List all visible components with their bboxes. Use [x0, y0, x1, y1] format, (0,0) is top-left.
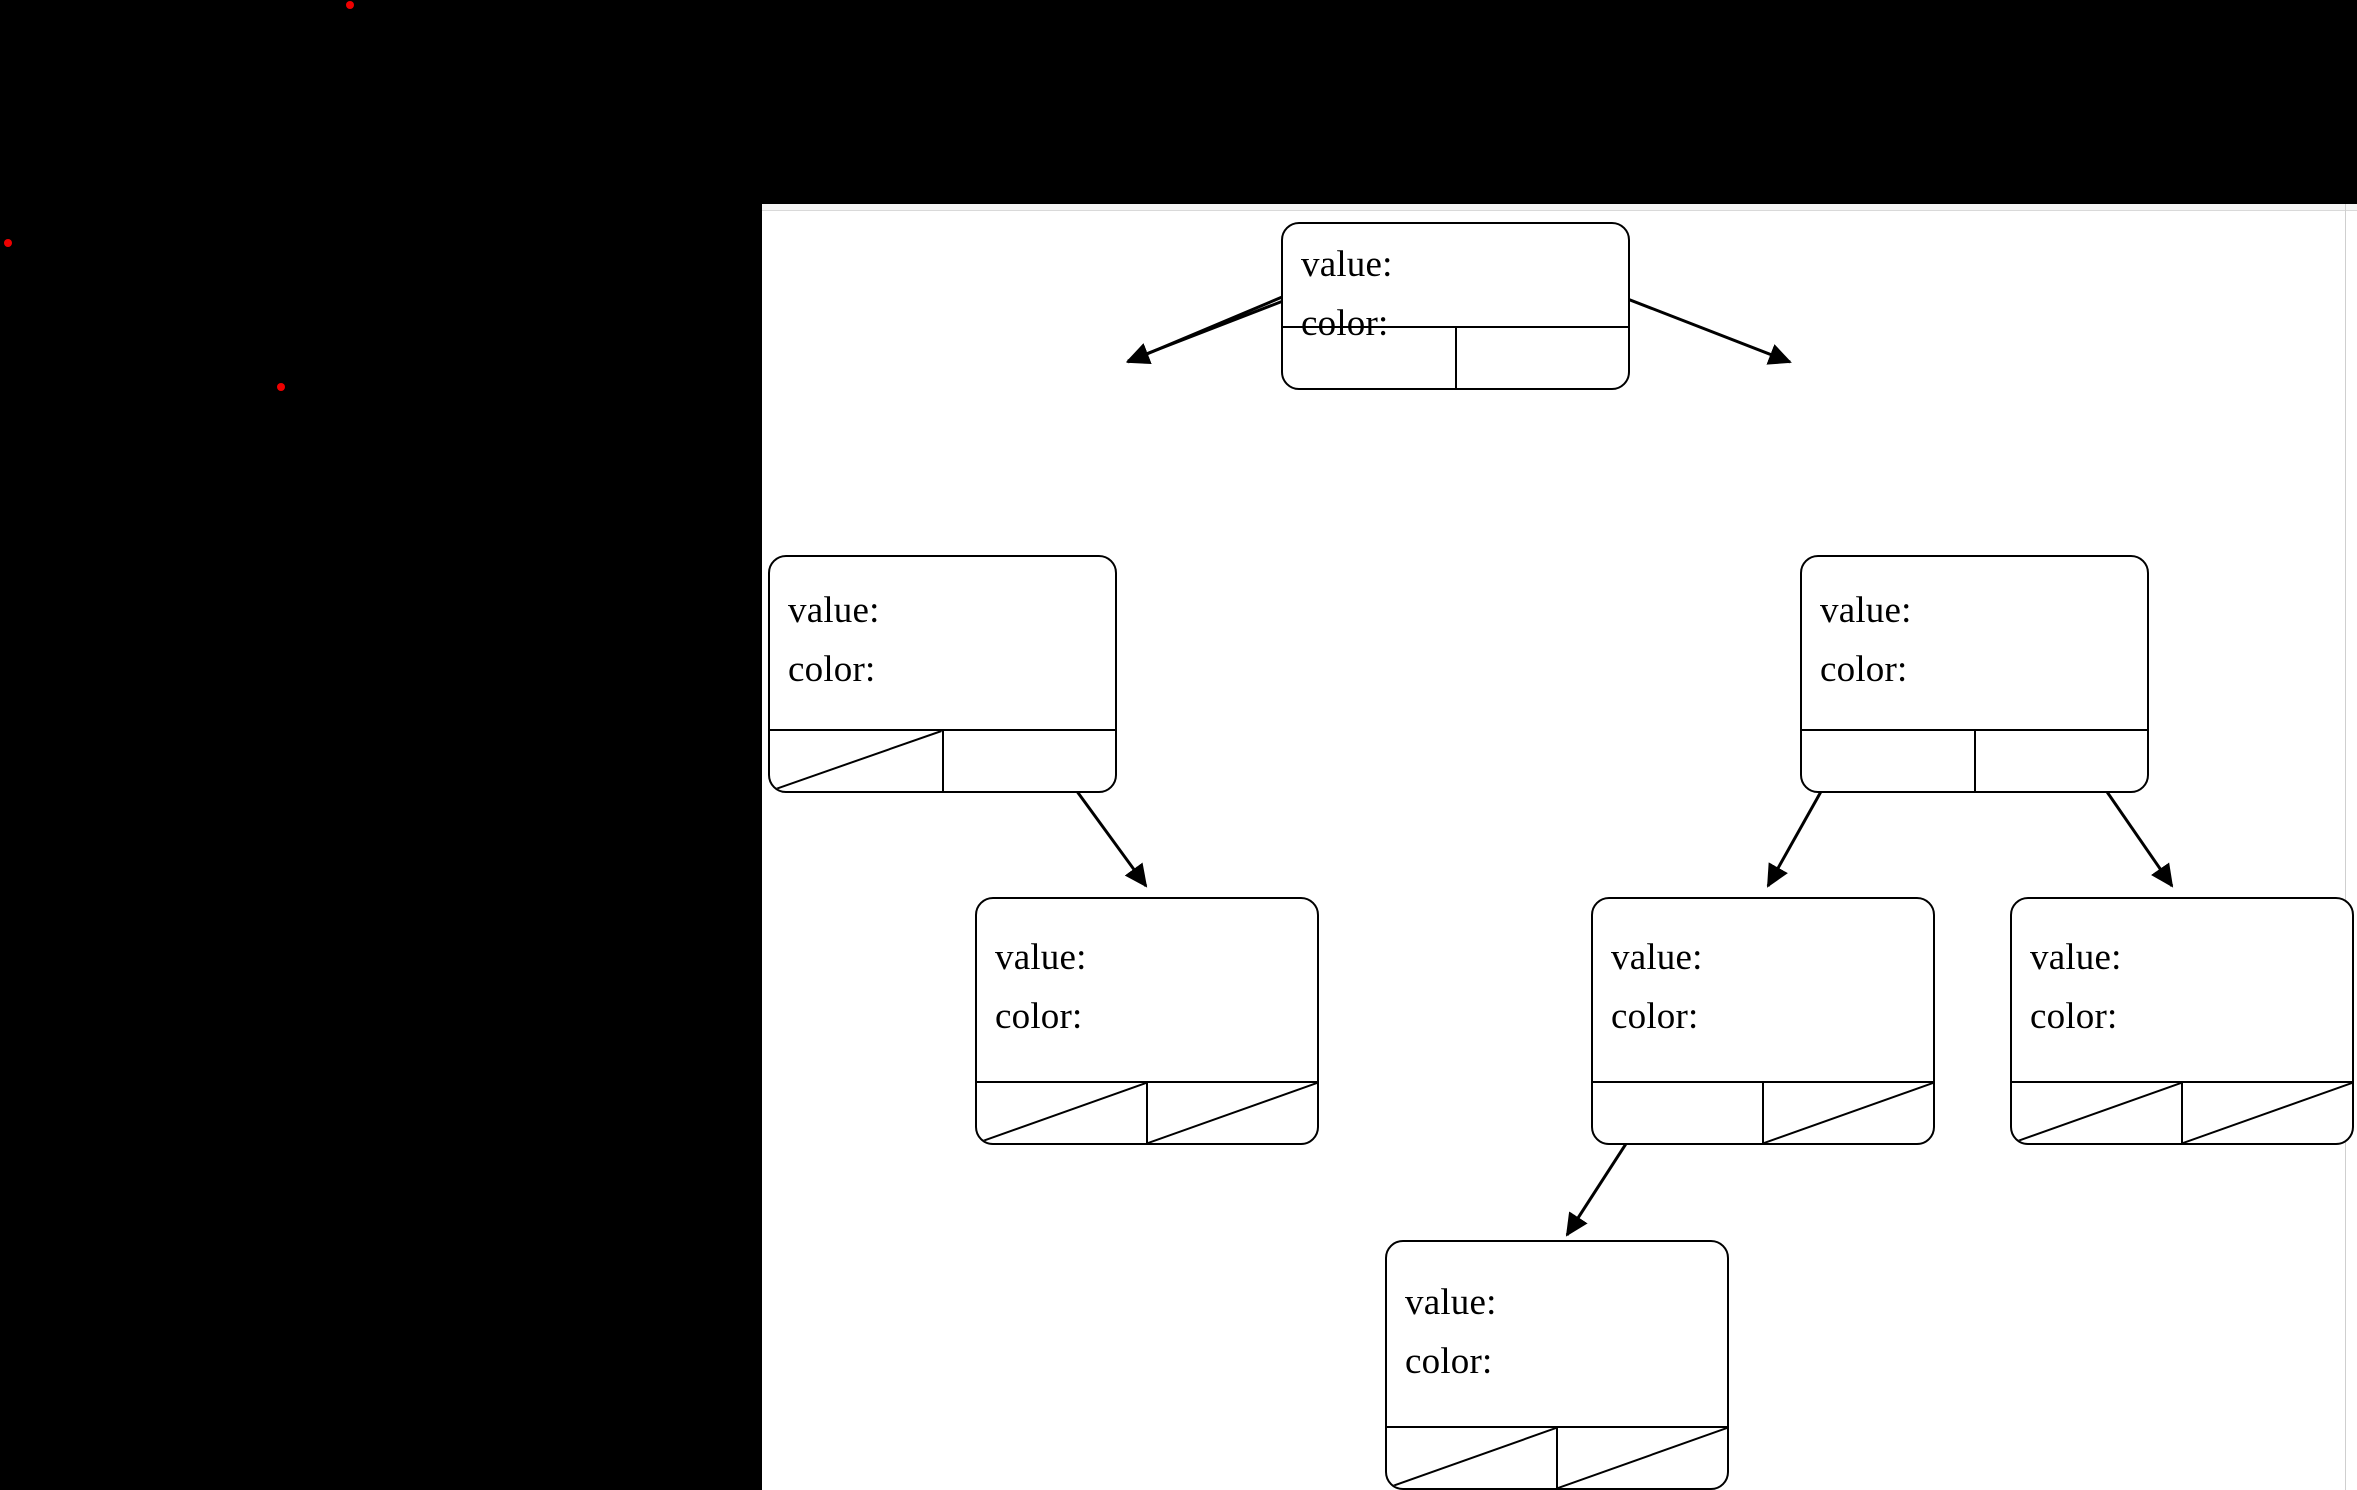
node-value-label: value: — [1301, 244, 1393, 285]
node-pointer-row — [1283, 326, 1628, 388]
node-pointer-row — [1593, 1081, 1933, 1143]
tree-node-d[interactable]: value: color: — [1385, 1240, 1729, 1490]
node-color-label: color: — [995, 996, 1083, 1037]
right-pointer-cell[interactable] — [1454, 328, 1629, 388]
node-color-label: color: — [788, 649, 876, 690]
node-fields: value: color: — [977, 899, 1317, 1086]
left-pointer-cell-null[interactable] — [977, 1083, 1146, 1143]
right-pointer-cell-null[interactable] — [1146, 1083, 1317, 1143]
left-pointer-cell[interactable] — [1802, 731, 1974, 791]
node-pointer-row — [1387, 1426, 1727, 1488]
right-pointer-cell-null[interactable] — [2181, 1083, 2352, 1143]
node-pointer-row — [770, 729, 1115, 791]
tree-node-left-child[interactable]: value: color: — [768, 555, 1117, 793]
node-pointer-row — [2012, 1081, 2352, 1143]
left-pointer-cell[interactable] — [1283, 328, 1455, 388]
node-value-label: value: — [1611, 937, 1703, 978]
node-pointer-row — [977, 1081, 1317, 1143]
null-slash-icon — [1764, 1083, 1933, 1143]
node-color-label: color: — [2030, 996, 2118, 1037]
tree-node-root[interactable]: value: color: — [1281, 222, 1630, 390]
node-color-label: color: — [1405, 1341, 1493, 1382]
red-marker-dot-2 — [4, 239, 12, 247]
node-color-label: color: — [1301, 303, 1389, 344]
node-value-label: value: — [788, 590, 880, 631]
null-slash-icon — [1558, 1428, 1727, 1488]
node-fields: value: color: — [1802, 557, 2147, 734]
node-fields: value: color: — [770, 557, 1115, 734]
tree-node-a[interactable]: value: color: — [975, 897, 1319, 1145]
right-pointer-cell[interactable] — [941, 731, 1116, 791]
node-fields: value: color: — [1593, 899, 1933, 1086]
null-slash-icon — [977, 1083, 1146, 1143]
left-pointer-cell-null[interactable] — [1387, 1428, 1556, 1488]
node-color-label: color: — [1820, 649, 1908, 690]
node-color-label: color: — [1611, 996, 1699, 1037]
document-right-rule — [2345, 204, 2346, 1490]
right-pointer-cell-null[interactable] — [1556, 1428, 1727, 1488]
tree-node-c[interactable]: value: color: — [2010, 897, 2354, 1145]
null-slash-icon — [2012, 1083, 2181, 1143]
right-pointer-cell-null[interactable] — [1762, 1083, 1933, 1143]
node-pointer-row — [1802, 729, 2147, 791]
node-fields: value: color: — [1283, 224, 1628, 342]
node-value-label: value: — [995, 937, 1087, 978]
node-value-label: value: — [1820, 590, 1912, 631]
right-pointer-cell[interactable] — [1973, 731, 2148, 791]
document-top-band — [762, 204, 2357, 211]
node-fields: value: color: — [2012, 899, 2352, 1086]
node-value-label: value: — [1405, 1282, 1497, 1323]
null-slash-icon — [770, 731, 942, 791]
left-pointer-cell-null[interactable] — [2012, 1083, 2181, 1143]
tree-node-b[interactable]: value: color: — [1591, 897, 1935, 1145]
node-value-label: value: — [2030, 937, 2122, 978]
left-pointer-cell[interactable] — [1593, 1083, 1762, 1143]
red-marker-dot-3 — [277, 383, 285, 391]
null-slash-icon — [1148, 1083, 1317, 1143]
null-slash-icon — [1387, 1428, 1556, 1488]
left-pointer-cell-null[interactable] — [770, 731, 942, 791]
null-slash-icon — [2183, 1083, 2352, 1143]
tree-node-right-child[interactable]: value: color: — [1800, 555, 2149, 793]
red-marker-dot-1 — [346, 1, 354, 9]
node-fields: value: color: — [1387, 1242, 1727, 1431]
